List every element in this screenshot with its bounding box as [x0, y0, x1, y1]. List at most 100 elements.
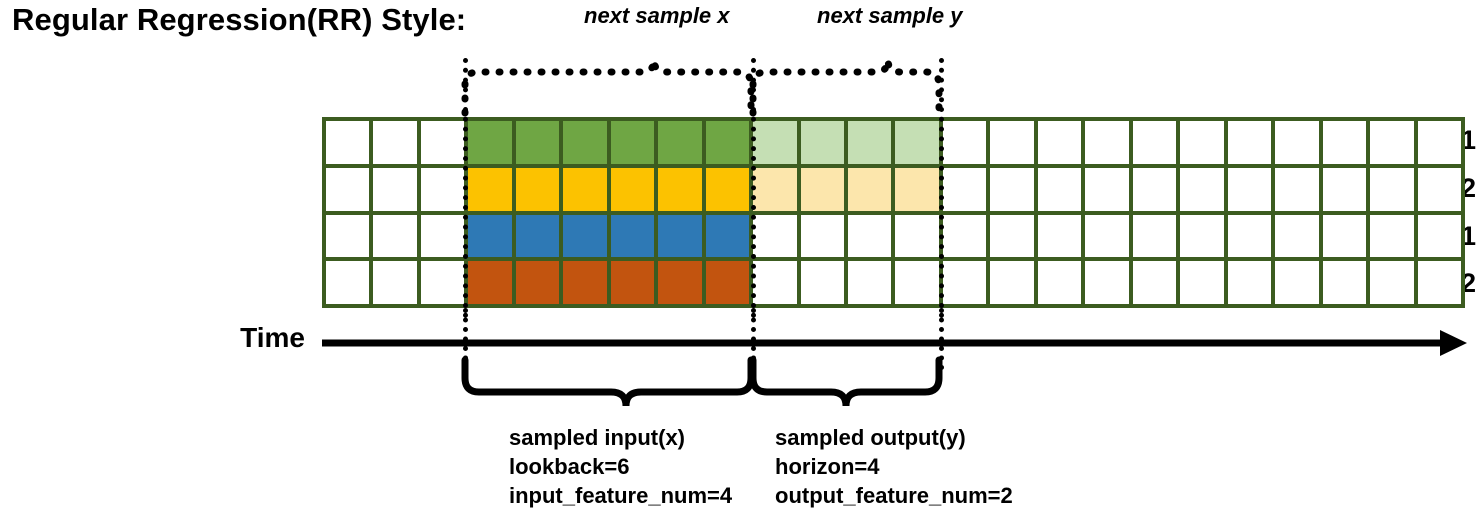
grid-cell [1370, 214, 1414, 258]
grid-cell [1085, 261, 1129, 304]
grid-cell [848, 261, 892, 304]
grid-cell [373, 121, 417, 164]
grid-cell [848, 214, 892, 258]
grid-cell [420, 167, 465, 211]
bottom-brace-block-output: sampled output(y) horizon=4 output_featu… [775, 423, 1013, 510]
grid-cell [326, 121, 370, 164]
grid-cell [1037, 261, 1082, 304]
grid-cell [468, 261, 512, 304]
grid-cell [990, 167, 1034, 211]
grid-cell [1132, 121, 1177, 164]
grid-cell [942, 261, 987, 304]
grid-cell [610, 167, 655, 211]
grid-cell [753, 167, 797, 211]
grid-cell [1370, 261, 1414, 304]
grid-cell [1180, 214, 1224, 258]
grid-cell [1275, 214, 1319, 258]
bottom-input-line-1: sampled input(x) [509, 425, 686, 450]
grid-cell [1322, 214, 1367, 258]
grid-cell [990, 261, 1034, 304]
grid-cell [1227, 214, 1272, 258]
grid-cell [848, 121, 892, 164]
grid-cell [420, 121, 465, 164]
grid-cell [658, 214, 702, 258]
grid-cell [658, 167, 702, 211]
page-title: Regular Regression(RR) Style: [12, 2, 467, 37]
grid-cell [1417, 214, 1461, 258]
grid-cell [1227, 261, 1272, 304]
divider-input-end-lower [751, 308, 756, 370]
grid-cell [1417, 121, 1461, 164]
grid-cell [705, 261, 750, 304]
grid-cell [1322, 167, 1367, 211]
grid-cell [1370, 121, 1414, 164]
grid-cell [1227, 121, 1272, 164]
grid-cell [848, 167, 892, 211]
divider-output-end-lower [939, 308, 944, 370]
grid-cell [468, 214, 512, 258]
bottom-output-line-2: horizon=4 [775, 454, 880, 479]
grid-cell [420, 214, 465, 258]
timeseries-grid [322, 117, 1465, 308]
grid-cell [1085, 121, 1129, 164]
grid-cell [753, 121, 797, 164]
grid-cell [753, 214, 797, 258]
grid-cell [563, 261, 607, 304]
time-axis-arrow [322, 330, 1467, 356]
grid-cell [895, 167, 939, 211]
grid-cell [800, 167, 845, 211]
grid-cell [800, 214, 845, 258]
grid-cell [515, 121, 560, 164]
grid-cell [1370, 167, 1414, 211]
grid-cell [610, 121, 655, 164]
grid-cell [753, 261, 797, 304]
grid-cell [1275, 167, 1319, 211]
grid-cell [658, 121, 702, 164]
grid-cell [1180, 167, 1224, 211]
top-brace-label-next-sample-y: next sample y [817, 3, 963, 28]
grid-cell [373, 167, 417, 211]
bottom-input-line-2: lookback=6 [509, 454, 630, 479]
grid-cell [800, 261, 845, 304]
grid-cell [1037, 167, 1082, 211]
grid-cell [1180, 121, 1224, 164]
grid-cell [1085, 167, 1129, 211]
grid-cell [1417, 261, 1461, 304]
grid-cell [1180, 261, 1224, 304]
grid-cell [942, 214, 987, 258]
grid-cell [658, 261, 702, 304]
grid-cell [515, 261, 560, 304]
grid-cell [942, 167, 987, 211]
grid-cell [1037, 121, 1082, 164]
bottom-input-line-3: input_feature_num=4 [509, 483, 733, 508]
grid-cell [1275, 121, 1319, 164]
top-brace-label-next-sample-x: next sample x [584, 3, 730, 28]
bottom-brace-block-input: sampled input(x) lookback=6 input_featur… [509, 423, 732, 510]
grid-cell [1037, 214, 1082, 258]
grid-cell [610, 214, 655, 258]
grid-cell [942, 121, 987, 164]
grid-cell [1417, 167, 1461, 211]
grid-cell [895, 261, 939, 304]
grid-cell [1322, 261, 1367, 304]
grid-cell [1132, 214, 1177, 258]
grid-cell [420, 261, 465, 304]
divider-input-start-lower [463, 308, 468, 370]
grid-cell [1085, 214, 1129, 258]
grid-cell [1227, 167, 1272, 211]
divider-output-end [939, 58, 944, 318]
grid-cell [563, 167, 607, 211]
grid-cell [1275, 261, 1319, 304]
grid-cell [1132, 167, 1177, 211]
grid-cell [468, 121, 512, 164]
grid-cell [563, 214, 607, 258]
grid-cell [326, 167, 370, 211]
grid-cell [895, 121, 939, 164]
divider-input-start [463, 58, 468, 318]
grid-cell [563, 121, 607, 164]
grid-cell [468, 167, 512, 211]
grid-cell [326, 214, 370, 258]
grid-cell [515, 167, 560, 211]
grid-cell [705, 214, 750, 258]
